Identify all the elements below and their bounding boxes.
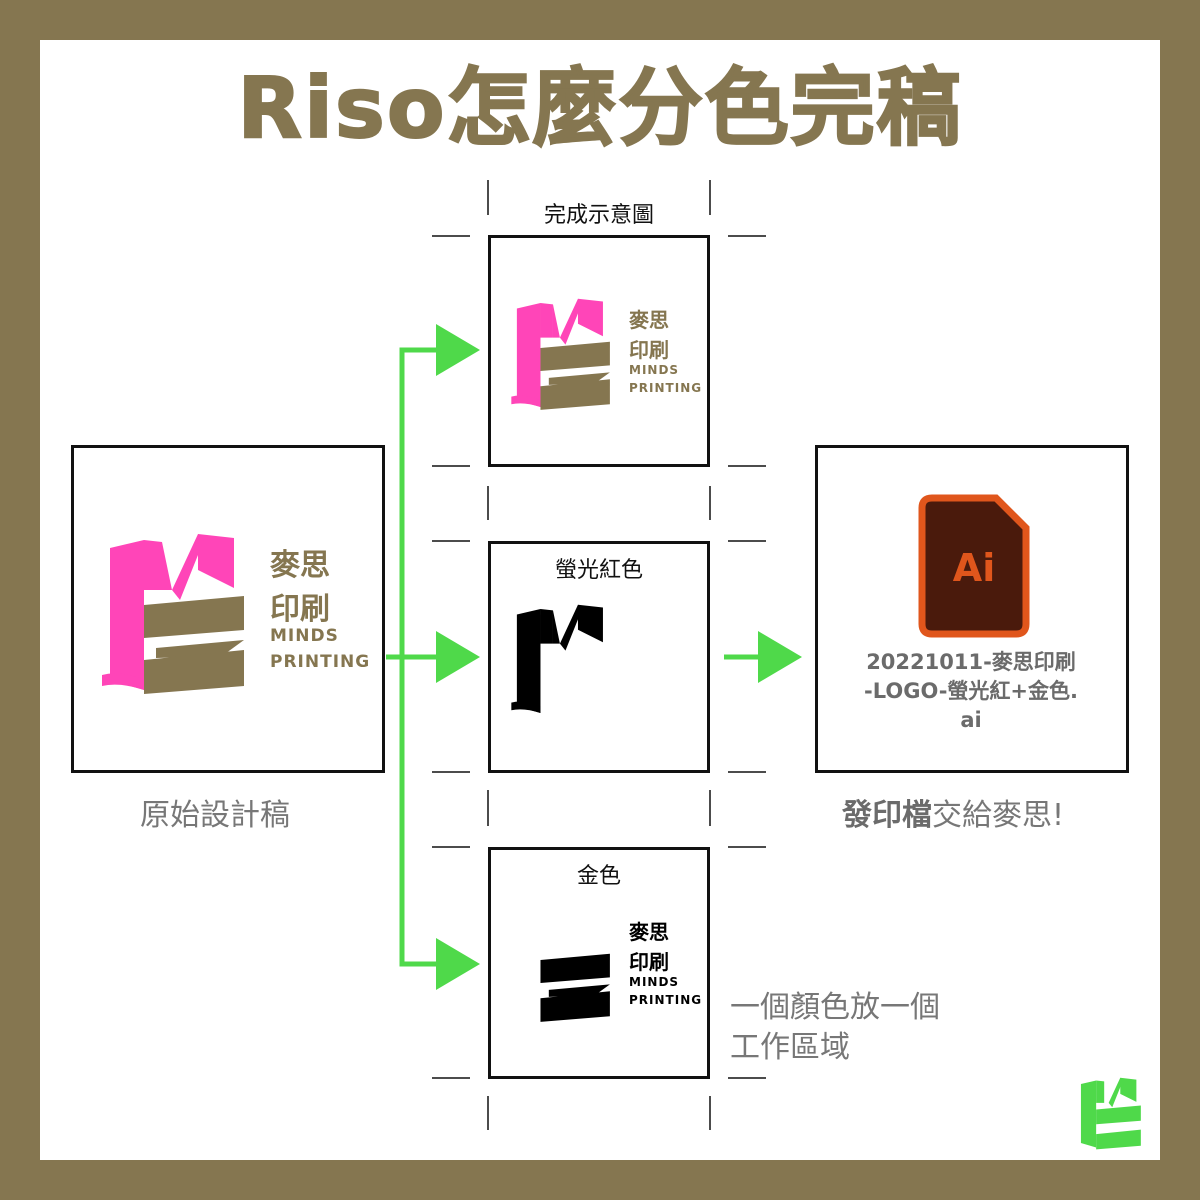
preview-box: 麥思 印刷 MINDS PRINTING bbox=[488, 235, 710, 467]
pink-layer-box: 螢光紅色 bbox=[488, 541, 710, 773]
logo-text-cn-1: 麥思 bbox=[270, 548, 330, 583]
note-line-2: 工作區域 bbox=[730, 1030, 850, 1065]
note-line-1: 一個顏色放一個 bbox=[730, 990, 940, 1025]
gold-text-en-1: MINDS bbox=[629, 975, 680, 989]
file-icon-label: Ai bbox=[952, 546, 996, 590]
pink-layer-caption: 螢光紅色 bbox=[554, 558, 643, 583]
page-title: Riso怎麼分色完稿 bbox=[236, 58, 963, 158]
illustrator-file-icon bbox=[918, 494, 1030, 638]
output-file-box: Ai bbox=[815, 445, 1129, 773]
arrow-heads bbox=[436, 324, 802, 990]
preview-text-en-2: PRINTING bbox=[629, 381, 703, 395]
preview-text-en-1: MINDS bbox=[629, 363, 680, 377]
gold-layer-mark bbox=[540, 953, 610, 1022]
preview-caption: 完成示意圖 bbox=[543, 203, 654, 228]
gold-text-cn-2: 印刷 bbox=[629, 950, 669, 974]
filename-line-1: 20221011-麥思印刷 bbox=[866, 650, 1076, 674]
original-design-box: 麥思 印刷 MINDS PRINTING bbox=[71, 445, 385, 773]
branch-arrows bbox=[386, 347, 760, 967]
gold-text-en-2: PRINTING bbox=[629, 993, 703, 1007]
output-filename: 20221011-麥思印刷 -LOGO-螢光紅+金色. ai bbox=[818, 648, 1124, 735]
pink-layer-mark bbox=[511, 604, 603, 714]
crop-marks bbox=[432, 180, 766, 1130]
output-caption-bold: 發印檔 bbox=[842, 798, 932, 833]
logo-text-en-2: PRINTING bbox=[270, 652, 371, 672]
output-caption-rest: 交給麥思! bbox=[932, 798, 1065, 833]
preview-text-cn-2: 印刷 bbox=[629, 338, 669, 362]
gold-layer-box: 金色 麥思 印刷 MINDS PRINTING bbox=[488, 847, 710, 1079]
preview-logo-mark bbox=[511, 298, 610, 410]
brand-corner-icon bbox=[1080, 1077, 1141, 1150]
gold-text-cn-1: 麥思 bbox=[629, 920, 669, 944]
gold-layer-caption: 金色 bbox=[576, 864, 621, 889]
output-caption: 發印檔交給麥思! bbox=[842, 790, 1064, 834]
filename-line-2: -LOGO-螢光紅+金色. bbox=[864, 679, 1078, 703]
original-caption: 原始設計稿 bbox=[140, 798, 290, 833]
minds-logo-mark bbox=[102, 534, 244, 694]
logo-text-en-1: MINDS bbox=[270, 626, 339, 646]
filename-line-3: ai bbox=[960, 708, 982, 732]
preview-text-cn-1: 麥思 bbox=[629, 308, 669, 332]
logo-text-cn-2: 印刷 bbox=[270, 592, 330, 627]
